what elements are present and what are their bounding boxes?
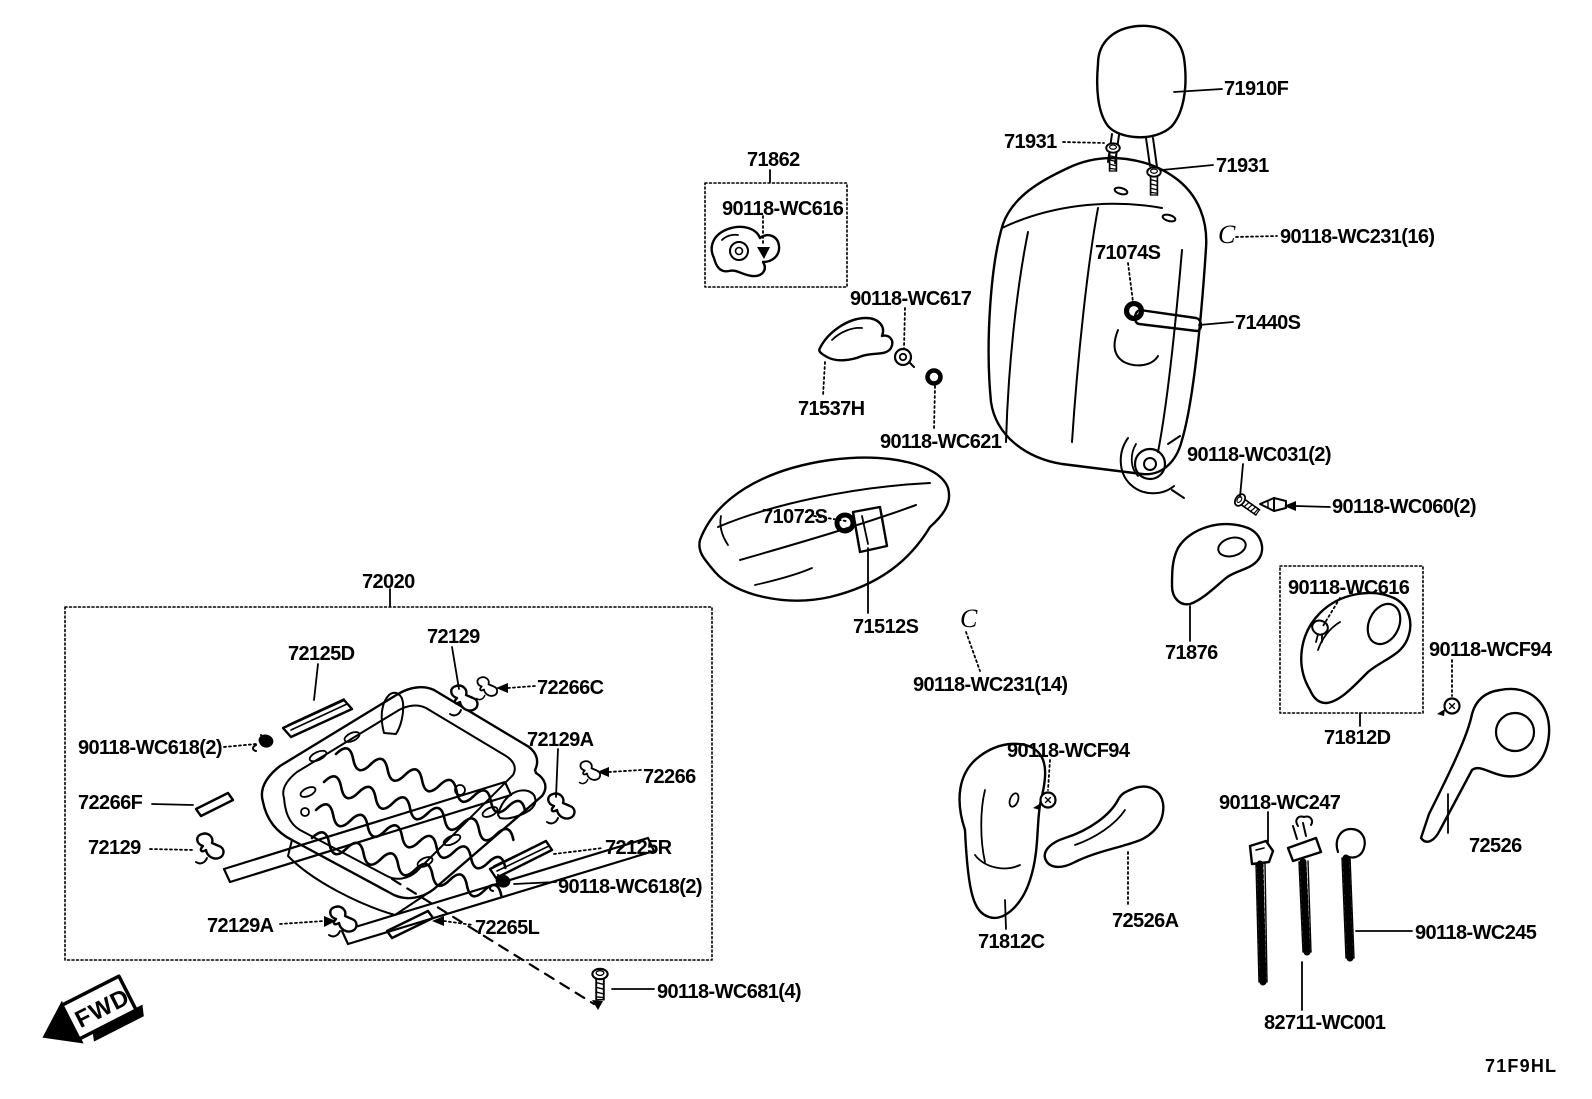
part-label-71074S[interactable]: 71074S — [1095, 242, 1161, 264]
cover-71812C-drawing — [958, 742, 1047, 920]
clip-72266 — [578, 760, 602, 785]
part-label-72526[interactable]: 72526 — [1469, 835, 1522, 857]
part-label-71812C[interactable]: 71812C — [978, 931, 1045, 953]
part-label-72526A[interactable]: 72526A — [1112, 910, 1179, 932]
diagram-code: 71F9HL — [1485, 1056, 1558, 1076]
leader-arrowheads — [324, 501, 1296, 1010]
cushion-hook-drawing — [834, 505, 889, 554]
grommet-WC621 — [928, 371, 941, 384]
part-label-71862[interactable]: 71862 — [747, 149, 800, 171]
part-label-72266F[interactable]: 72266F — [78, 792, 143, 814]
clip-72129-top — [448, 684, 479, 717]
hog-ring-symbol-hog-ring-14: C — [960, 604, 978, 633]
part-label-72129A-bottom[interactable]: 72129A — [207, 915, 274, 937]
part-label-90118-WC681[interactable]: 90118-WC681(4) — [657, 981, 802, 1003]
hog-ring-symbol-hog-ring-16: C — [1218, 220, 1236, 249]
part-label-71512S[interactable]: 71512S — [853, 616, 919, 638]
part-label-82711-WC001[interactable]: 82711-WC001 — [1264, 1012, 1386, 1034]
handle-72526A-drawing — [1043, 785, 1165, 869]
part-label-71812D[interactable]: 71812D — [1324, 727, 1391, 749]
bolt-WC031 — [1231, 491, 1263, 519]
part-label-90118-WC231-16[interactable]: 90118-WC231(16) — [1280, 226, 1435, 248]
screw-WCF94-right — [1435, 697, 1461, 718]
slide-rails-drawing — [222, 780, 656, 946]
part-label-71931-left[interactable]: 71931 — [1004, 131, 1057, 153]
headrest-bolt-right — [1146, 166, 1162, 196]
part-label-71910F[interactable]: 71910F — [1224, 78, 1289, 100]
part-label-90118-WCF94-left[interactable]: 90118-WCF94 — [1007, 740, 1130, 762]
nut-WC617 — [893, 347, 916, 369]
cable-tie-WC247-drawing — [1248, 839, 1275, 986]
cable-tie-WC245-drawing — [1335, 827, 1366, 962]
part-label-90118-WCF94-right[interactable]: 90118-WCF94 — [1429, 639, 1552, 661]
latch-71440S-drawing — [1133, 308, 1203, 333]
part-label-90118-WC060[interactable]: 90118-WC060(2) — [1332, 496, 1477, 518]
part-label-72266C[interactable]: 72266C — [537, 677, 604, 699]
part-label-72020[interactable]: 72020 — [362, 571, 415, 593]
recliner-mechanism-drawing — [1119, 435, 1185, 499]
part-label-90118-WC031[interactable]: 90118-WC031(2) — [1187, 444, 1332, 466]
hinge-cover-71876-drawing — [1170, 522, 1264, 606]
part-label-72125R[interactable]: 72125R — [605, 837, 672, 859]
strip-72266F-drawing — [194, 791, 235, 818]
bracket-71862-drawing — [710, 225, 781, 278]
part-label-90118-WC617[interactable]: 90118-WC617 — [850, 288, 972, 310]
part-label-90118-WC621[interactable]: 90118-WC621 — [880, 431, 1002, 453]
part-label-90118-WC616-b[interactable]: 90118-WC616 — [1288, 577, 1410, 599]
part-label-72129A-top[interactable]: 72129A — [527, 729, 594, 751]
bolt-WC681 — [591, 967, 609, 1001]
screw-WCF94-left — [1031, 791, 1057, 812]
headrest-support-71537H-drawing — [818, 316, 894, 362]
strip-72125D-drawing — [281, 698, 354, 739]
part-label-71931-right[interactable]: 71931 — [1216, 155, 1269, 177]
strip-72125R-drawing — [488, 839, 554, 880]
part-label-72265L[interactable]: 72265L — [475, 917, 540, 939]
part-label-90118-WC618-right[interactable]: 90118-WC618(2) — [558, 876, 703, 898]
clip-72266C — [475, 676, 499, 701]
leader-lines — [149, 88, 1453, 1011]
part-label-90118-WC231-14[interactable]: 90118-WC231(14) — [913, 674, 1068, 696]
part-label-72125D[interactable]: 72125D — [288, 643, 355, 665]
seat-back-drawing — [987, 156, 1208, 476]
strip-72265L-drawing — [385, 909, 435, 940]
cable-tie-82711-drawing — [1286, 815, 1323, 956]
part-label-90118-WC245[interactable]: 90118-WC245 — [1415, 922, 1537, 944]
part-label-90118-WC247[interactable]: 90118-WC247 — [1219, 792, 1341, 814]
part-label-72266[interactable]: 72266 — [643, 766, 696, 788]
handle-72526-drawing — [1419, 687, 1551, 843]
arrowhead-WC616-a — [757, 247, 770, 259]
clip-72129A-top — [545, 792, 576, 825]
clip-WC616-b — [1311, 619, 1330, 644]
part-label-90118-WC616-a[interactable]: 90118-WC616 — [722, 198, 844, 220]
cover-71812D-drawing — [1300, 591, 1412, 705]
part-label-71440S[interactable]: 71440S — [1235, 312, 1301, 334]
clip-72129-bottom — [194, 832, 225, 865]
grouped-parts-box-72020 — [64, 606, 713, 961]
part-label-72129-bottom[interactable]: 72129 — [88, 837, 141, 859]
part-label-71537H[interactable]: 71537H — [798, 398, 865, 420]
grouped-parts-box-71862 — [704, 182, 848, 288]
fwd-arrow: FWD — [42, 974, 144, 1044]
part-label-90118-WC618-left[interactable]: 90118-WC618(2) — [78, 737, 223, 759]
grouped-parts-box-71812D — [1279, 565, 1424, 714]
part-label-71876[interactable]: 71876 — [1165, 642, 1218, 664]
clip-WC618-left — [251, 733, 275, 753]
seat-cushion-drawing — [698, 456, 951, 602]
part-label-71072S[interactable]: 71072S — [762, 506, 828, 528]
screw-WC060 — [1259, 497, 1287, 512]
part-label-72129-top[interactable]: 72129 — [427, 626, 480, 648]
